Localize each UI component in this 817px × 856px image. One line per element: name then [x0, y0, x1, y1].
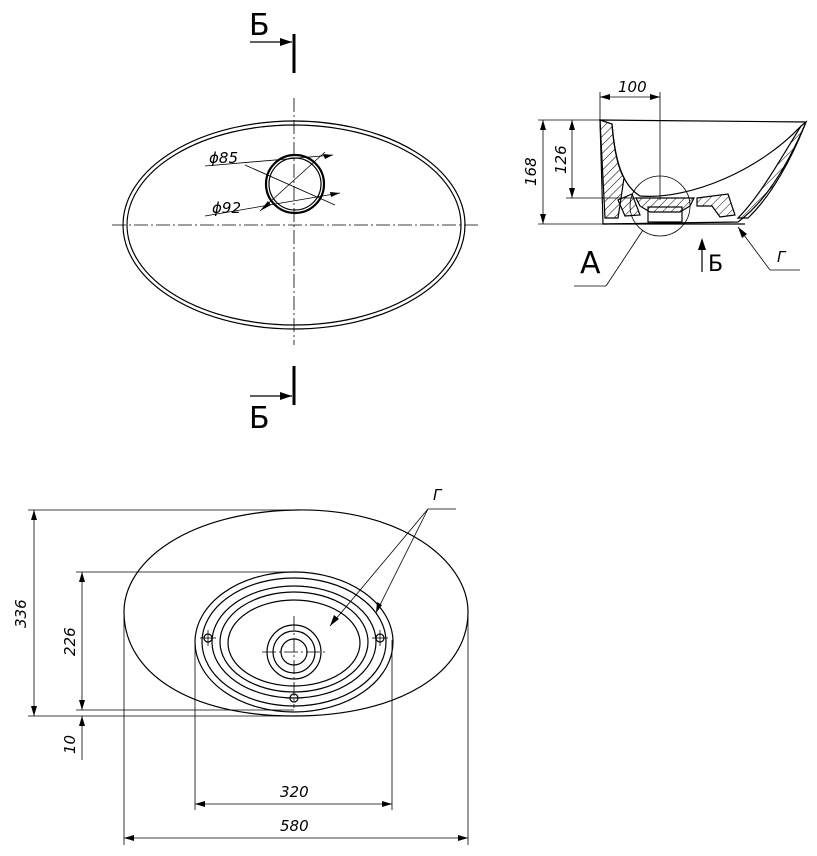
- dim10-label: 10: [61, 735, 79, 754]
- bottom-view: Г 336 226 10 320 580: [12, 486, 469, 845]
- dim580-label: 580: [280, 817, 309, 835]
- dim336-arrow-bottom: [31, 706, 37, 716]
- g-label-bottom: Г: [433, 486, 443, 504]
- g-leader-2: [375, 508, 429, 614]
- drain-insert: [635, 197, 695, 213]
- dim320-arrow-right: [382, 801, 392, 807]
- drain-hole-outer: [264, 153, 326, 215]
- dia85-leader: [204, 154, 334, 167]
- dim580-arrow-left: [124, 835, 134, 841]
- drain-body: [647, 206, 683, 223]
- dim100-arrow-right: [650, 94, 660, 100]
- section-b-arrowhead: [698, 238, 706, 250]
- dim100-arrow-left: [600, 94, 610, 100]
- dim336-arrow-top: [31, 510, 37, 520]
- section-view: А Б Г 100 168 126: [522, 78, 808, 287]
- section-b-label: Б: [708, 252, 723, 277]
- dim320-label: 320: [280, 783, 309, 801]
- dim126-label: 126: [552, 145, 570, 174]
- dia92-leader-2: [259, 151, 326, 212]
- dia85-label: ϕ85: [209, 149, 238, 167]
- dim100-label: 100: [618, 78, 647, 96]
- outer-body: [123, 509, 469, 717]
- section-mark-top-label: Б: [249, 8, 270, 43]
- mark-g-arrowhead: [738, 227, 747, 238]
- bottom-section-right: [696, 193, 736, 218]
- dia92-label: ϕ92: [212, 199, 241, 217]
- dim168-arrow-bottom: [540, 214, 546, 224]
- top-view: ϕ85 ϕ92 Б Б: [112, 8, 478, 436]
- right-wall-section: [736, 120, 808, 219]
- dia92-arrow: [330, 192, 340, 197]
- dim126-arrow-bottom: [569, 188, 575, 198]
- dia85-leader-2: [244, 164, 336, 206]
- dim10-arrow: [79, 716, 85, 726]
- detail-a-label: А: [580, 246, 601, 281]
- dia92-arrow-2: [260, 201, 271, 211]
- g-leader-1-arrow: [330, 615, 339, 626]
- dim126-arrow-top: [569, 120, 575, 130]
- dia85-arrow: [323, 154, 333, 159]
- dim168-label: 168: [522, 157, 540, 186]
- dim336-label: 336: [12, 599, 30, 628]
- mark-g-label: Г: [777, 248, 787, 266]
- dim226-arrow-top: [79, 572, 85, 582]
- dim226-arrow-bottom: [79, 700, 85, 710]
- section-mark-bottom-arrowhead: [280, 392, 292, 400]
- g-leader-1: [329, 508, 429, 627]
- dim226-label: 226: [61, 627, 79, 656]
- g-leader-2-arrow: [376, 602, 382, 613]
- dia92-leader: [204, 192, 341, 217]
- bottom-section: [617, 193, 641, 217]
- detail-a-leader: [605, 229, 644, 287]
- dim168-arrow-top: [540, 120, 546, 130]
- section-mark-bottom-label: Б: [249, 401, 270, 436]
- dim580-arrow-right: [458, 835, 468, 841]
- dim320-arrow-left: [195, 801, 205, 807]
- section-mark-top-arrowhead: [280, 38, 292, 46]
- drain-hole-inner: [268, 157, 322, 211]
